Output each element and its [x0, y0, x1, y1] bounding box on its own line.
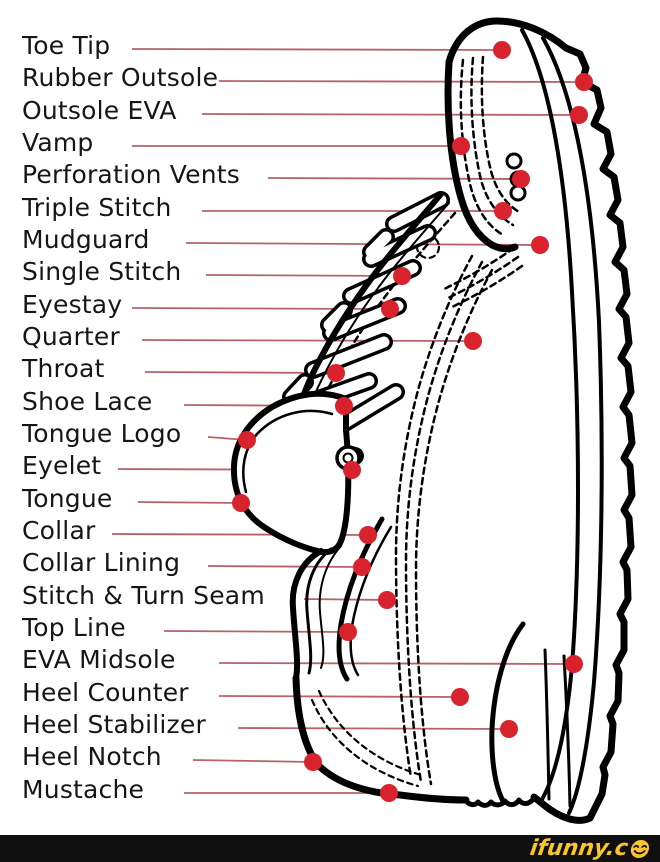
watermark-bar: ifunny.c: [0, 835, 660, 862]
leader-line: [218, 695, 461, 698]
leader-line: [207, 565, 363, 568]
part-marker-dot: [378, 591, 396, 609]
leader-line: [137, 501, 242, 504]
leader-line: [163, 630, 349, 633]
part-marker-dot: [494, 202, 512, 220]
leader-line: [218, 80, 585, 83]
part-marker-dot: [339, 623, 357, 641]
part-marker-dot: [512, 170, 530, 188]
ifunny-logo: ifunny.c: [528, 836, 651, 861]
sole-tread: [562, 44, 636, 822]
part-marker-dot: [500, 720, 518, 738]
part-marker-dot: [393, 267, 411, 285]
shoe-drawing: [230, 17, 636, 824]
upper-outline: [292, 17, 594, 824]
part-marker-dot: [531, 236, 549, 254]
part-marker-dot: [381, 300, 399, 318]
leader-line: [185, 242, 541, 246]
collar-lines: [289, 516, 393, 682]
part-marker-dot: [464, 332, 482, 350]
heel-counter-lines: [489, 621, 572, 808]
part-marker-dot: [451, 688, 469, 706]
part-marker-dot: [452, 137, 470, 155]
part-marker-dot: [238, 431, 256, 449]
part-marker-dot: [335, 397, 353, 415]
part-marker-dot: [343, 461, 361, 479]
leader-line: [141, 339, 474, 342]
leader-line: [131, 48, 503, 51]
leader-line: [144, 371, 337, 374]
part-marker-dot: [353, 558, 371, 576]
quarter-stitch-band: [394, 254, 494, 786]
part-marker-dot: [570, 106, 588, 124]
part-marker-dot: [565, 655, 583, 673]
part-marker-dot: [380, 784, 398, 802]
watermark-text: ifunny.c: [528, 836, 630, 861]
part-marker-dot: [327, 364, 345, 382]
part-marker-dot: [304, 753, 322, 771]
part-marker-dot: [493, 41, 511, 59]
part-marker-dot: [575, 73, 593, 91]
midsole-lines: [520, 28, 604, 815]
part-marker-dots: [232, 41, 593, 802]
part-marker-dot: [232, 494, 250, 512]
mustache-scallops: [463, 795, 537, 808]
part-marker-dot: [359, 526, 377, 544]
tongue-shape: [230, 390, 352, 556]
leader-line: [205, 274, 403, 277]
leader-line: [218, 662, 575, 665]
leader-line: [267, 177, 522, 180]
leader-line: [192, 759, 314, 763]
smiley-icon: [630, 840, 650, 858]
leader-line: [237, 727, 510, 730]
leader-line: [201, 113, 580, 116]
